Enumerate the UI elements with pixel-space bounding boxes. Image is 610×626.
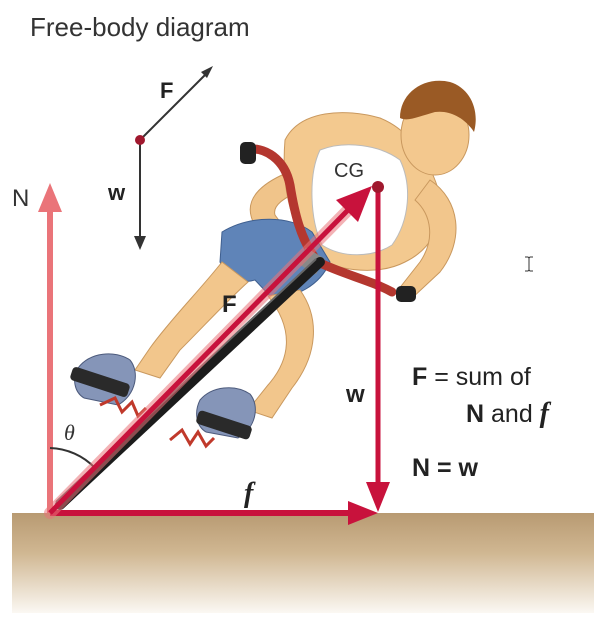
cg-label: CG — [334, 160, 364, 182]
equation-sum-of: = sum of — [427, 363, 531, 391]
theta-label: θ — [64, 420, 75, 445]
equation-and: and — [484, 400, 540, 428]
equation-f-italic: f — [540, 398, 552, 429]
weight-label: w — [345, 381, 365, 408]
equation-f-sum-line1: F = sum of — [412, 363, 531, 391]
mini-point-mass — [135, 135, 145, 145]
ground — [12, 513, 594, 613]
handlebar-grip-left — [240, 142, 256, 164]
mini-weight-arrowhead — [134, 236, 146, 250]
diagram-title: Free-body diagram — [30, 12, 250, 42]
mini-force-arrowhead — [201, 66, 213, 78]
normal-force-label: N — [12, 185, 29, 212]
handlebar-grip-right — [396, 286, 416, 302]
resultant-force-label: F — [222, 291, 237, 318]
mini-force-label: F — [160, 78, 173, 103]
mini-weight-label: w — [107, 180, 126, 205]
skater-illustration — [70, 80, 476, 449]
equation-n-equals-w: N = w — [412, 454, 479, 482]
friction-arrowhead — [348, 501, 378, 525]
weight-arrowhead — [366, 482, 390, 512]
equation-n-symbol: N — [466, 400, 484, 428]
mini-free-body-diagram: F w — [107, 66, 213, 250]
equation-f-symbol: F — [412, 363, 427, 391]
skater-hair — [400, 80, 476, 132]
spring-front — [169, 427, 216, 449]
resultant-force-arrowhead — [336, 186, 372, 222]
resultant-force-vector — [48, 206, 352, 515]
cg-point — [372, 181, 384, 193]
handlebar — [240, 144, 397, 297]
equation-f-sum-line2: N and f — [466, 398, 552, 429]
normal-force-arrowhead — [38, 183, 62, 212]
text-cursor-icon — [525, 256, 533, 272]
friction-label: f — [244, 478, 256, 509]
theta-arc — [49, 447, 96, 469]
